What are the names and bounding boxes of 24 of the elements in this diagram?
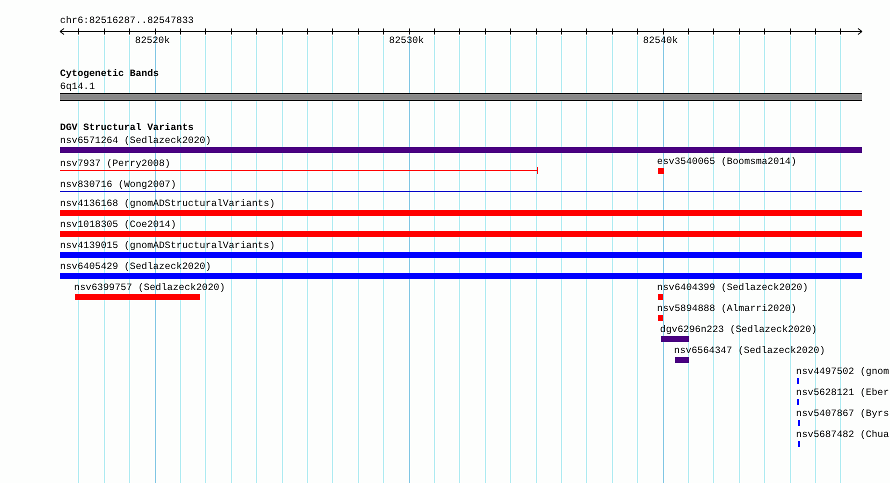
coordinate-range: chr6:82516287..82547833 xyxy=(60,15,194,26)
variant-label: dgv6296n223 (Sedlazeck2020) xyxy=(660,324,817,335)
variant-label: esv3540065 (Boomsma2014) xyxy=(657,156,797,167)
variant-label: nsv5894888 (Almarri2020) xyxy=(657,303,797,314)
band-label: 6q14.1 xyxy=(60,81,95,92)
variant-label: nsv7937 (Perry2008) xyxy=(60,158,170,169)
variant-label: nsv4136168 (gnomADStructuralVariants) xyxy=(60,198,276,209)
variant-label: nsv5687482 (Chua xyxy=(796,429,890,440)
variant-label: nsv830716 (Wong2007) xyxy=(60,179,176,190)
tick-label: 82530k xyxy=(389,35,424,46)
variant-label: nsv1018305 (Coe2014) xyxy=(60,219,176,230)
track-title: Cytogenetic Bands xyxy=(60,68,159,79)
tick-label: 82540k xyxy=(643,35,678,46)
tick-label: 82520k xyxy=(135,35,170,46)
variant-label: nsv5628121 (Eber xyxy=(796,387,890,398)
track-title: DGV Structural Variants xyxy=(60,122,194,133)
variant-label: nsv6564347 (Sedlazeck2020) xyxy=(674,345,826,356)
variant-label: nsv6405429 (Sedlazeck2020) xyxy=(60,261,212,272)
variant-label: nsv5407867 (Byrs xyxy=(796,408,890,419)
variant-label: nsv6404399 (Sedlazeck2020) xyxy=(657,282,808,293)
variant-label: nsv6399757 (Sedlazeck2020) xyxy=(74,282,226,293)
variant-label: nsv4139015 (gnomADStructuralVariants) xyxy=(60,240,276,251)
variant-label: nsv6571264 (Sedlazeck2020) xyxy=(60,135,212,146)
variant-label: nsv4497502 (gnom xyxy=(796,366,890,377)
